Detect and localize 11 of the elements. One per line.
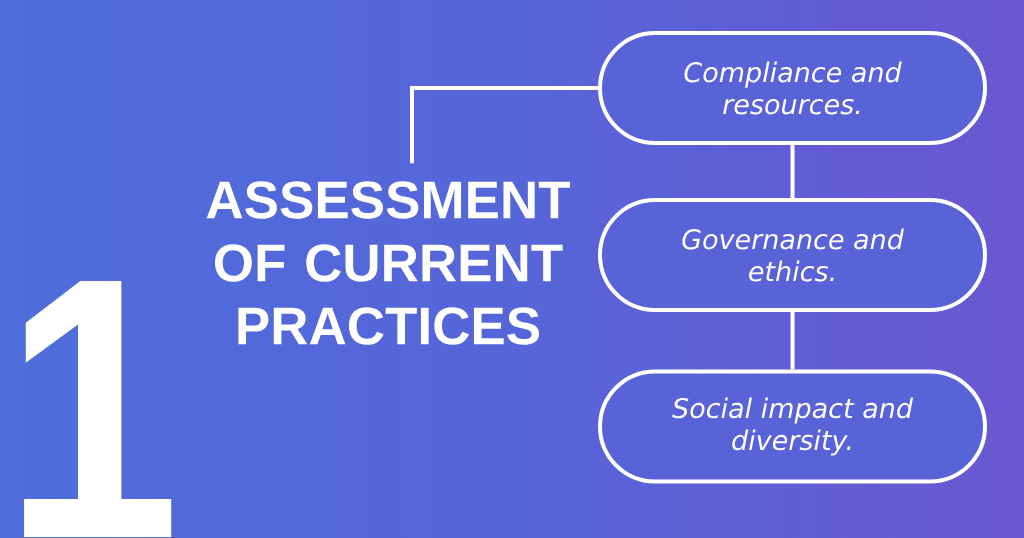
node-label: Compliance and resources. [684,61,902,115]
node-label: Governance and ethics. [682,228,905,282]
big-number: 1 [24,281,172,537]
heading: ASSESSMENT OF CURRENT PRACTICES [206,181,570,345]
connector-line [790,145,795,198]
connector-line [790,312,795,370]
rounded-box: Compliance and resources. [598,31,987,145]
node-label: Social impact and diversity. [672,397,914,456]
connector-line [410,86,598,164]
rounded-box: Governance and ethics. [598,198,987,312]
rounded-box: Social impact and diversity. [598,369,987,484]
